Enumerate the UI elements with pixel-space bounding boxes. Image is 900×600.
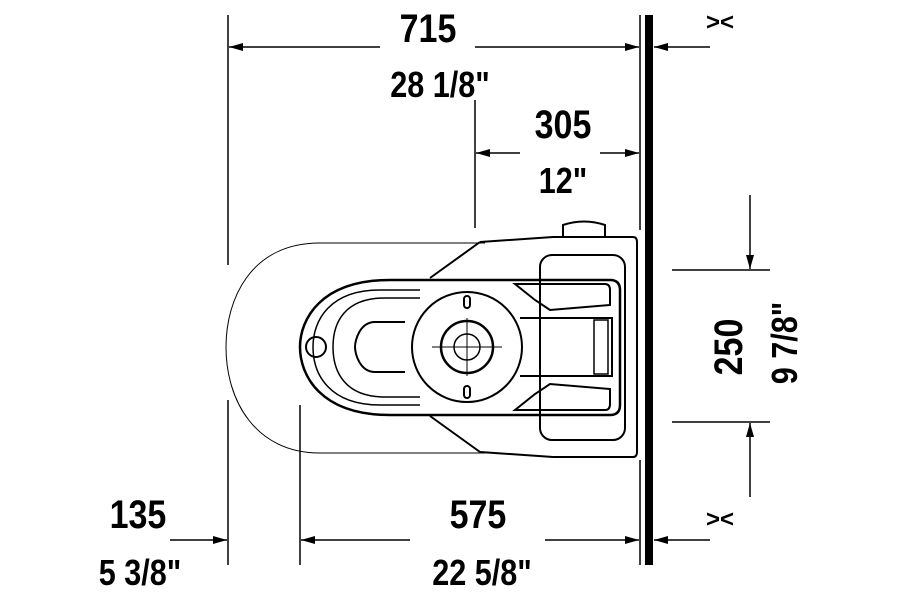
dim-575-inch: 22 5/8" [432, 554, 532, 594]
dim-715-mm: 715 [400, 5, 457, 50]
dim-305-inch: 12" [539, 162, 588, 202]
dim-250-mm: 250 [705, 319, 750, 376]
dim-250-inch: 9 7/8" [766, 302, 806, 385]
dimension-labels: 715 28 1/8" 305 12" 250 9 7/8" 135 5 3/8… [99, 5, 806, 593]
dimension-lines [170, 43, 754, 544]
dim-575-mm: 575 [450, 491, 507, 536]
dim-135-inch: 5 3/8" [99, 554, 182, 594]
dim-715-inch: 28 1/8" [390, 66, 490, 106]
toilet-top-view [225, 220, 638, 458]
wall-marker-bottom: >< [706, 506, 734, 533]
extension-lines [227, 15, 770, 565]
wall [645, 15, 653, 565]
dim-305-mm: 305 [535, 101, 592, 146]
wall-marker-top: >< [706, 9, 734, 36]
dim-135-mm: 135 [110, 491, 167, 536]
